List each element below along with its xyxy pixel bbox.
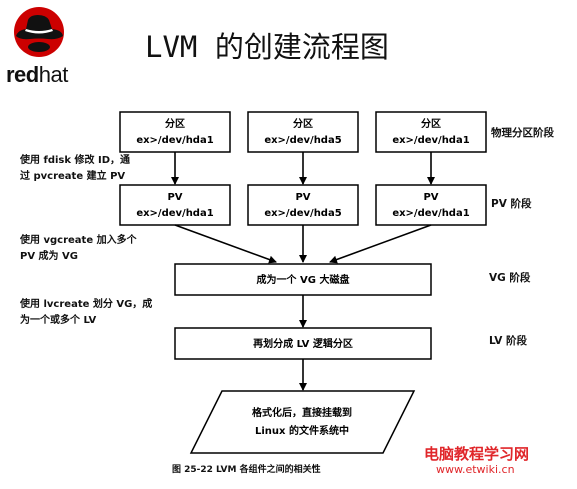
stage-physical-partition: 物理分区阶段 (491, 127, 554, 139)
svg-text:再划分成 LV 逻辑分区: 再划分成 LV 逻辑分区 (253, 337, 353, 350)
pv-box-1: PV ex>/dev/hda1 (119, 184, 231, 226)
filesystem-parallelogram: 格式化后，直接挂载到 Linux 的文件系统中 (189, 390, 416, 454)
svg-text:分区: 分区 (293, 117, 313, 130)
pv-box-3: PV ex>/dev/hda1 (375, 184, 487, 226)
svg-text:分区: 分区 (165, 117, 185, 130)
svg-text:PV: PV (295, 192, 310, 203)
note-lvcreate: 使用 lvcreate 划分 VG，成为一个或多个 LV (20, 299, 153, 326)
stage-vg: VG 阶段 (489, 272, 531, 284)
svg-text:ex>/dev/hda1: ex>/dev/hda1 (392, 135, 469, 146)
page-title: LVM 的创建流程图 (145, 30, 389, 64)
svg-text:PV: PV (167, 192, 182, 203)
figure-caption: 图 25-22 LVM 各组件之间的相关性 (172, 465, 321, 475)
partition-box-2: 分区 ex>/dev/hda5 (247, 111, 359, 153)
pv-box-2: PV ex>/dev/hda5 (247, 184, 359, 226)
watermark-title: 电脑教程学习网 (424, 445, 530, 463)
svg-text:成为一个 VG 大磁盘: 成为一个 VG 大磁盘 (257, 273, 350, 286)
svg-text:ex>/dev/hda1: ex>/dev/hda1 (136, 135, 213, 146)
svg-text:ex>/dev/hda1: ex>/dev/hda1 (392, 208, 469, 219)
lv-box: 再划分成 LV 逻辑分区 (174, 327, 432, 360)
svg-text:分区: 分区 (421, 117, 441, 130)
stage-lv: LV 阶段 (489, 335, 528, 347)
svg-text:PV: PV (423, 192, 438, 203)
arrow-pv-3-vg (329, 224, 432, 264)
svg-text:格式化后，直接挂载到: 格式化后，直接挂载到 (252, 406, 352, 419)
arrow-pv-1-vg (174, 224, 277, 264)
watermark-url: www.etwiki.cn (436, 463, 515, 476)
partition-box-1: 分区 ex>/dev/hda1 (119, 111, 231, 153)
vg-box: 成为一个 VG 大磁盘 (174, 263, 432, 296)
svg-text:ex>/dev/hda5: ex>/dev/hda5 (264, 208, 341, 219)
note-fdisk: 使用 fdisk 修改 ID，通过 pvcreate 建立 PV (20, 155, 131, 182)
redhat-wordmark: redhat (6, 62, 68, 87)
redhat-logo-icon (14, 7, 64, 57)
svg-text:ex>/dev/hda5: ex>/dev/hda5 (264, 135, 341, 146)
svg-text:Linux 的文件系统中: Linux 的文件系统中 (255, 424, 349, 437)
partition-box-3: 分区 ex>/dev/hda1 (375, 111, 487, 153)
svg-text:ex>/dev/hda1: ex>/dev/hda1 (136, 208, 213, 219)
stage-pv: PV 阶段 (491, 198, 532, 210)
